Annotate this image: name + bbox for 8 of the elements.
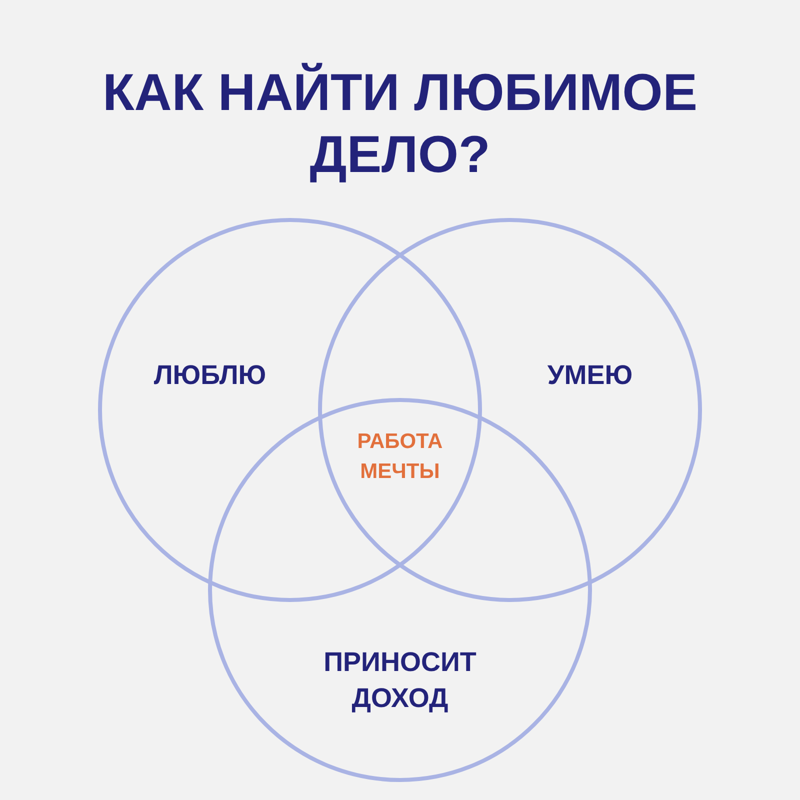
title: КАК НАЙТИ ЛЮБИМОЕ ДЕЛО? [102,62,698,186]
venn-circle [98,218,482,602]
circle-label: ЛЮБЛЮ [152,359,268,392]
venn-circle [318,218,702,602]
venn-circle [208,398,592,782]
intersection-label: РАБОТА МЕЧТЫ [356,429,444,485]
circle-label: ПРИНОСИТ ДОХОД [322,646,478,715]
circle-label: УМЕЮ [546,359,634,392]
